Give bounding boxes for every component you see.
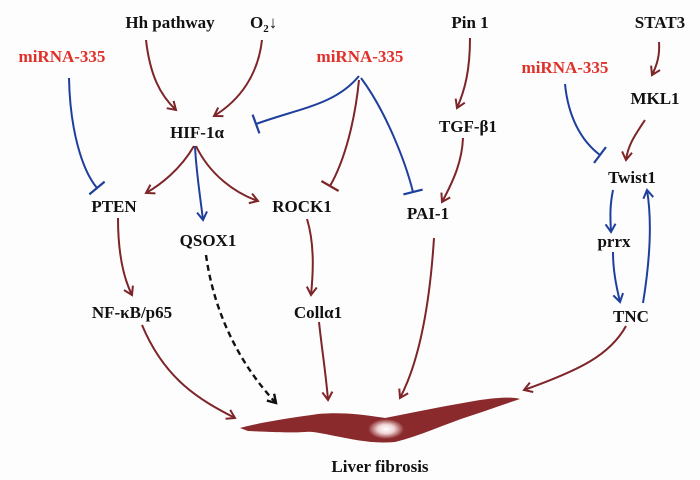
node-tnc: TNC <box>613 307 649 326</box>
node-pai1: PAI-1 <box>407 204 449 223</box>
edge-col1a1-to-fibrosis <box>318 321 334 402</box>
node-mirna-335-center: miRNA-335 <box>317 47 404 66</box>
edge-mirna-center-inhibits-rock1 <box>320 79 360 192</box>
edge-tnc-to-twist1 <box>642 188 654 304</box>
edge-twist1-to-prrx <box>604 189 617 234</box>
node-pin1: Pin 1 <box>451 13 488 32</box>
edge-mirna-left-inhibits-pten <box>68 77 106 196</box>
edge-hif1a-to-rock1 <box>195 145 260 205</box>
node-liver-fibrosis: Liver fibrosis <box>331 457 429 476</box>
edge-hif1a-to-pten <box>144 145 195 195</box>
node-col1a1: Collα1 <box>294 303 342 322</box>
node-prrx: prrx <box>597 232 631 251</box>
o2-subscript: 2 <box>263 23 269 35</box>
edge-pai1-to-fibrosis <box>398 237 435 400</box>
node-rock1: ROCK1 <box>272 197 332 216</box>
o2-label: O <box>250 13 263 32</box>
node-nfkb-p65: NF-κB/p65 <box>92 303 172 322</box>
node-tgfb1: TGF-β1 <box>439 117 497 136</box>
edge-hif1a-to-qsox1 <box>194 145 208 222</box>
edge-mirna-center-inhibits-pai1 <box>360 77 423 196</box>
edge-prrx-to-tnc <box>612 251 624 304</box>
edge-hh-to-hif1a <box>145 39 178 112</box>
node-hh-pathway: Hh pathway <box>125 13 215 32</box>
edge-nfkb-to-fibrosis <box>141 324 237 420</box>
node-stat3: STAT3 <box>635 13 685 32</box>
node-mkl1: MKL1 <box>630 89 679 108</box>
node-pten: PTEN <box>91 197 137 216</box>
node-twist1: Twist1 <box>608 168 656 187</box>
edge-stat3-to-mkl1 <box>650 41 661 77</box>
edge-o2-to-hif1a <box>212 39 263 118</box>
edge-mirna-center-inhibits-hif1a <box>251 75 360 134</box>
edge-mkl1-to-twist1 <box>621 119 646 162</box>
edge-rock1-to-col1a1 <box>305 218 318 297</box>
node-qsox1: QSOX1 <box>180 231 237 250</box>
cell-nucleus <box>368 419 404 439</box>
edge-pin1-to-tgfb1 <box>454 37 471 110</box>
node-hif1a: HIF-1α <box>170 123 224 142</box>
fibroblast-cell-icon <box>240 397 520 443</box>
edge-pten-to-nfkb <box>117 217 134 297</box>
node-o2: O2↓ <box>250 13 277 35</box>
node-mirna-335-left: miRNA-335 <box>19 47 106 66</box>
edge-tnc-to-fibrosis <box>522 325 627 393</box>
down-arrow-icon: ↓ <box>269 13 278 32</box>
edge-mirna-right-inhibits-twist1 <box>564 83 607 164</box>
node-mirna-335-right: miRNA-335 <box>522 58 609 77</box>
edge-tgfb1-to-pai1 <box>440 137 464 204</box>
edge-qsox1-to-fibrosis <box>204 254 276 403</box>
